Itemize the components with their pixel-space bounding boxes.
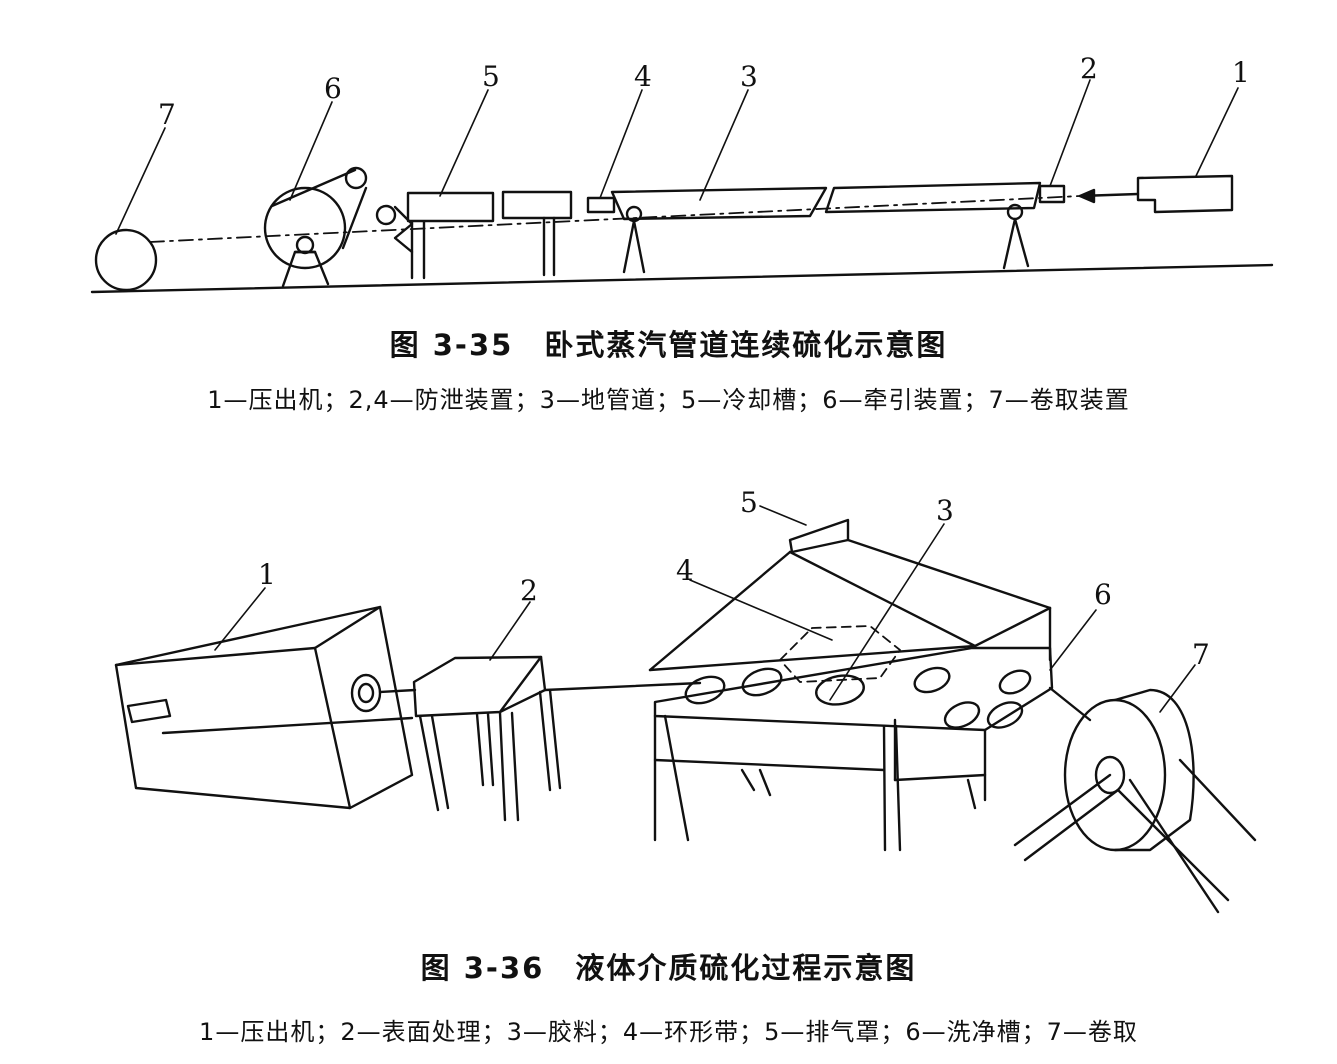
steam-pipe (610, 181, 1042, 274)
horizontal-steam-pipe-diagram: 1 2 3 4 5 6 7 (90, 52, 1274, 294)
product-line (149, 195, 1081, 243)
cooling-tank (375, 190, 573, 280)
traction-device (263, 166, 368, 288)
product-strand (378, 688, 417, 694)
callout-7: 7 (1192, 638, 1210, 671)
take-up-reel (1013, 686, 1257, 914)
callout-3: 3 (936, 494, 954, 527)
figure-35-caption: 图 3-35 卧式蒸汽管道连续硫化示意图 (389, 328, 948, 362)
extruder (1136, 174, 1234, 214)
figure-35-legend: 1—压出机；2,4—防泄装置；3—地管道；5—冷却槽；6—牵引装置；7—卷取装置 (207, 386, 1130, 414)
callout-7: 7 (158, 98, 176, 131)
figure-36-legend: 1—压出机；2—表面处理；3—胶料；4—环形带；5—排气罩；6—洗净槽；7—卷取 (199, 1018, 1138, 1046)
vulcanization-tank (653, 646, 1054, 852)
callout-4: 4 (634, 60, 652, 93)
extruder (114, 605, 414, 810)
callout-5: 5 (482, 60, 500, 93)
ground-line (90, 263, 1274, 294)
callout-6: 6 (1094, 578, 1112, 611)
take-up-reel (94, 228, 158, 292)
rollers (684, 666, 1032, 729)
callout-5: 5 (740, 486, 758, 519)
callout-4: 4 (676, 554, 694, 587)
callout-3: 3 (740, 60, 758, 93)
callout-2: 2 (1080, 52, 1098, 85)
surface-treatment-table (412, 655, 562, 822)
leak-proof-device-4 (586, 196, 616, 214)
exhaust-hood (648, 518, 1052, 672)
liquid-medium-vulcanization-diagram: 1 2 3 4 5 6 7 (114, 486, 1257, 914)
figure-36-caption: 图 3-36 液体介质硫化过程示意图 (420, 951, 917, 985)
callout-2: 2 (520, 574, 538, 607)
callout-1: 1 (1232, 56, 1250, 89)
feed-arrowhead (1078, 188, 1096, 204)
callout-1: 1 (258, 558, 276, 591)
endless-belt (779, 625, 901, 683)
leak-proof-device-2 (1038, 184, 1066, 204)
product-strand-2 (543, 681, 702, 692)
callout-6: 6 (324, 72, 342, 105)
